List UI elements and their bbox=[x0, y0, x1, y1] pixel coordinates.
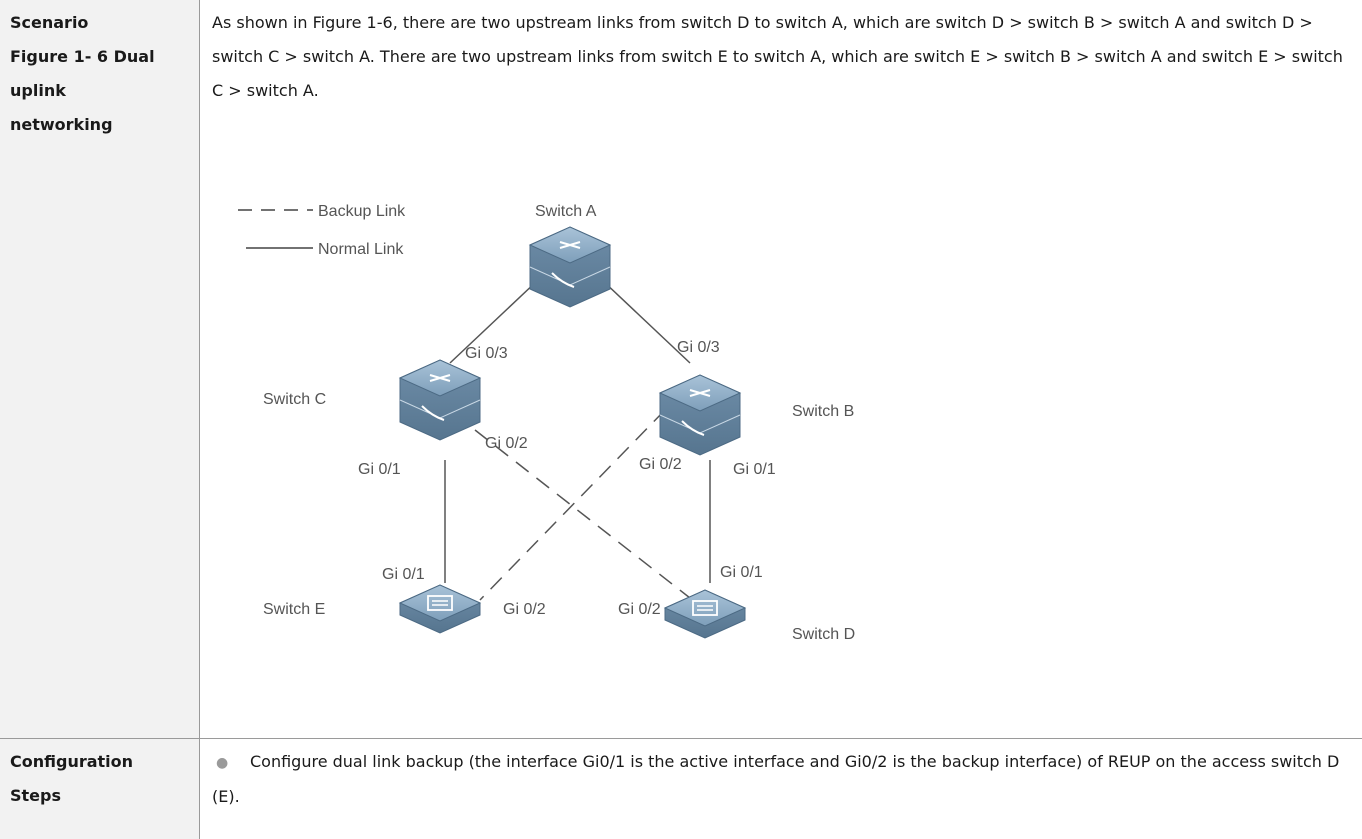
scenario-body-cell: As shown in Figure 1-6, there are two up… bbox=[200, 0, 1362, 739]
legend-normal-label: Normal Link bbox=[318, 241, 404, 258]
port-label-d-gi01: Gi 0/1 bbox=[720, 564, 763, 581]
port-label-c-gi02: Gi 0/2 bbox=[485, 435, 528, 452]
switch-c-icon bbox=[398, 359, 482, 441]
port-label-b-gi03: Gi 0/3 bbox=[677, 339, 720, 356]
port-label-c-gi03: Gi 0/3 bbox=[465, 345, 508, 362]
port-label-b-gi02: Gi 0/2 bbox=[639, 456, 682, 473]
link-b-e-backup bbox=[479, 409, 666, 601]
link-c-d-backup bbox=[474, 429, 691, 599]
port-label-b-gi01: Gi 0/1 bbox=[733, 461, 776, 478]
port-label-e-gi02: Gi 0/2 bbox=[503, 601, 546, 618]
network-diagram: Backup Link Normal Link Switch A bbox=[238, 203, 855, 643]
switch-b-label: Switch B bbox=[792, 403, 854, 420]
switch-a-icon bbox=[528, 226, 612, 308]
switch-c-label: Switch C bbox=[263, 391, 326, 408]
dual-uplink-figure: Backup Link Normal Link Switch A bbox=[200, 185, 920, 705]
switch-d-label: Switch D bbox=[792, 626, 855, 643]
config-steps-label-cell: Configuration Steps bbox=[0, 739, 200, 839]
port-label-e-gi01: Gi 0/1 bbox=[382, 566, 425, 583]
link-a-c bbox=[449, 279, 539, 364]
switch-e-icon bbox=[398, 584, 482, 634]
config-steps-body-cell: ●Configure dual link backup (the interfa… bbox=[200, 739, 1362, 839]
link-a-b bbox=[601, 279, 691, 364]
config-steps-label: Configuration Steps bbox=[10, 752, 134, 805]
scenario-label-cell: Scenario Figure 1- 6 Dual uplink network… bbox=[0, 0, 200, 739]
port-label-c-gi01: Gi 0/1 bbox=[358, 461, 401, 478]
legend-backup-label: Backup Link bbox=[318, 203, 406, 220]
port-label-d-gi02: Gi 0/2 bbox=[618, 601, 661, 618]
switch-b-icon bbox=[658, 374, 742, 456]
config-steps-text-block: ●Configure dual link backup (the interfa… bbox=[212, 745, 1352, 814]
switch-d-icon bbox=[663, 589, 747, 639]
switch-a-label: Switch A bbox=[535, 203, 597, 220]
scenario-text: As shown in Figure 1-6, there are two up… bbox=[212, 13, 1343, 100]
scenario-label: Scenario Figure 1- 6 Dual uplink network… bbox=[10, 13, 155, 134]
config-steps-text: Configure dual link backup (the interfac… bbox=[212, 752, 1340, 806]
bullet-icon: ● bbox=[216, 755, 229, 771]
switch-e-label: Switch E bbox=[263, 601, 325, 618]
